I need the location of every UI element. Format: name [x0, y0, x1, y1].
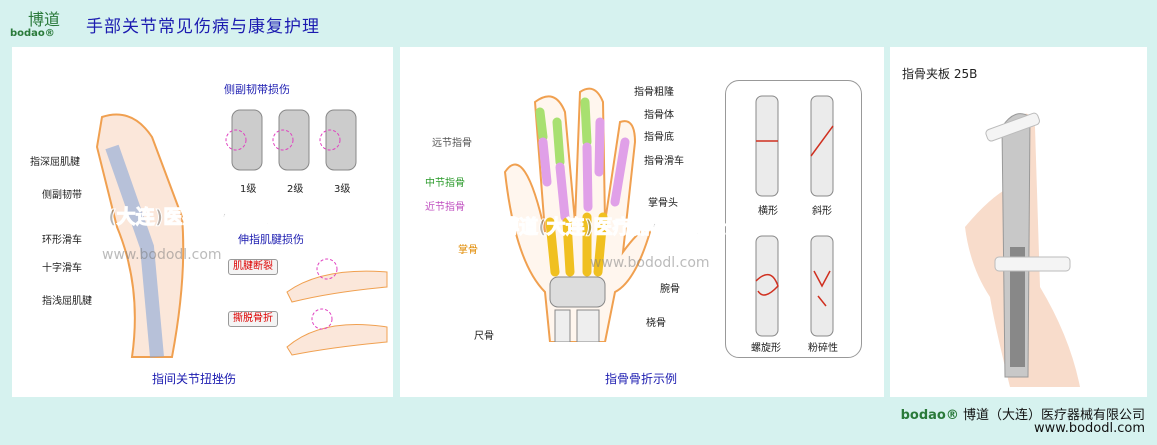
- avulsion-fracture-label: 撕脱骨折: [228, 311, 278, 327]
- label-collateral: 侧副韧带: [42, 190, 82, 201]
- label-carpals: 腕骨: [660, 284, 680, 295]
- label-tuberosity: 指骨粗隆: [634, 87, 674, 98]
- watermark: 博道(大连)医疗器械有限公司: [499, 216, 746, 238]
- logo: 博道 bodao®: [10, 10, 61, 39]
- label-base: 指骨底: [644, 132, 674, 143]
- footer-company-name: 博道（大连）医疗器械有限公司: [962, 408, 1145, 423]
- finger-joint-panel: 指深屈肌腱 侧副韧带 环形滑车 十字滑车 指浅屈肌腱 侧副韧带损伤 1级 2级 …: [12, 47, 393, 397]
- ligament-title: 侧副韧带损伤: [224, 83, 290, 96]
- footer-company: bodao® 博道（大连）医疗器械有限公司: [901, 404, 1145, 423]
- hand-bones-panel: 远节指骨 中节指骨 近节指骨 掌骨 尺骨 指骨粗隆 指骨体 指骨底 指骨滑车 掌…: [400, 47, 884, 397]
- label-annular: 环形滑车: [42, 235, 82, 246]
- watermark: 博道(大连)医疗器械有限公司: [69, 206, 316, 228]
- grade-3: 3级: [334, 184, 351, 195]
- fracture-transverse: 横形: [758, 206, 778, 217]
- watermark-url: www.bododl.com: [590, 255, 710, 271]
- fracture-types-box: 横形 斜形 螺旋形 粉碎性: [725, 80, 862, 358]
- label-cruciate: 十字滑车: [42, 263, 82, 274]
- watermark-url: www.bododl.com: [102, 247, 222, 263]
- fracture-comminuted: 粉碎性: [808, 343, 838, 354]
- fracture-oblique: 斜形: [812, 206, 832, 217]
- label-ulna: 尺骨: [474, 331, 494, 342]
- finger-illustration: [95, 113, 185, 358]
- finger-splint-image: [965, 112, 1080, 387]
- fracture-bones: [755, 95, 834, 337]
- page-title: 手部关节常见伤病与康复护理: [86, 17, 320, 37]
- label-metacarpal: 掌骨: [458, 245, 478, 256]
- product-panel: 指骨夹板 25B: [890, 47, 1147, 397]
- product-title: 指骨夹板 25B: [902, 67, 978, 81]
- grade-1: 1级: [240, 184, 257, 195]
- ligament-grades-illustration: [225, 109, 357, 171]
- label-radius: 桡骨: [646, 318, 666, 329]
- footer-logo: bodao®: [900, 408, 959, 423]
- label-middle-phalanx: 中节指骨: [425, 178, 465, 189]
- label-proximal-phalanx: 近节指骨: [425, 202, 465, 213]
- hand-skeleton-illustration: [503, 87, 652, 342]
- label-metacarpal-head: 掌骨头: [648, 198, 678, 209]
- tendon-title: 伸指肌腱损伤: [238, 233, 304, 246]
- footer-url[interactable]: www.bododl.com: [1033, 421, 1145, 436]
- label-shaft: 指骨体: [644, 110, 674, 121]
- label-deep-flexor: 指深屈肌腱: [30, 157, 80, 168]
- tendon-illustration: [286, 258, 388, 356]
- label-distal-phalanx: 远节指骨: [432, 138, 472, 149]
- grade-2: 2级: [287, 184, 304, 195]
- panel1-caption: 指间关节扭挫伤: [152, 372, 237, 386]
- panel2-caption: 指骨骨折示例: [605, 372, 678, 386]
- label-trochlea: 指骨滑车: [644, 156, 684, 167]
- tendon-rupture-label: 肌腱断裂: [228, 259, 278, 275]
- label-superficial-flexor: 指浅屈肌腱: [42, 296, 92, 307]
- fracture-spiral: 螺旋形: [751, 343, 781, 354]
